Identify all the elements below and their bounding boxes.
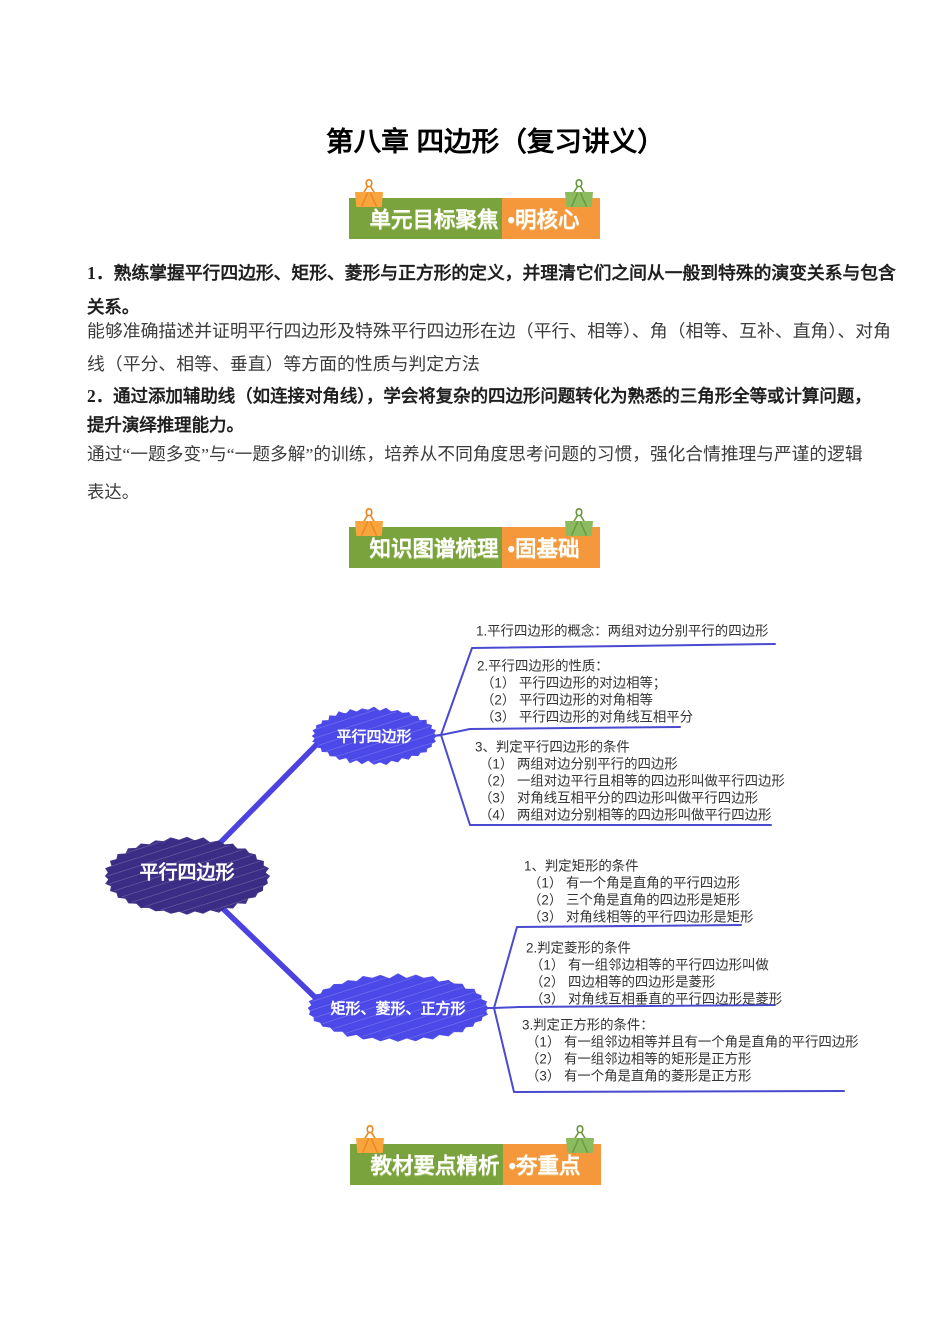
branch-node-parallelogram: 平行四边形 <box>311 706 437 765</box>
banner-title-sub: •固基础 <box>507 537 580 561</box>
paragraph-line: 提升演绎推理能力。 <box>87 415 244 435</box>
subtopic-text-line: （2） 有一组邻边相等的矩形是正方形 <box>526 1051 751 1067</box>
subtopic-text-line: （3） 对角线互相平分的四边形叫做平行四边形 <box>479 791 758 806</box>
branch-node-special: 矩形、菱形、正方形 <box>307 973 489 1042</box>
paragraph-line: 1．熟练掌握平行四边形、矩形、菱形与正方形的定义，并理清它们之间从一般到特殊的演… <box>87 263 896 283</box>
subtopic-text-line: （3） 平行四边形的对角线互相平分 <box>481 710 693 725</box>
binder-clip-icon <box>565 179 593 207</box>
paragraph-line: 通过“一题多变”与“一题多解”的训练，培养从不同角度思考问题的习惯，强化合情推理… <box>87 445 863 464</box>
subtopic-line <box>486 1007 845 1093</box>
subtopic-text-line: （2） 三个角是直角的四边形是矩形 <box>528 893 740 908</box>
banner-title: 教材要点精析 •夯重点 <box>350 1144 601 1185</box>
banner-title: 知识图谱梳理 •固基础 <box>349 527 600 568</box>
subtopic-text-line: （1） 两组对边分别平行的四边形 <box>479 757 678 772</box>
subtopic-text-line: 3、判定平行四边形的条件 <box>475 739 630 755</box>
subtopic-text-line: （3） 有一个角是直角的菱形是正方形 <box>526 1069 751 1084</box>
subtopic-text-line: 2.平行四边形的性质： <box>477 659 609 674</box>
subtopic-text-line: （4） 两组对边分别相等的四边形叫做平行四边形 <box>479 807 771 823</box>
branch-connector <box>213 899 324 1006</box>
paragraph-line: 能够准确描述并证明平行四边形及特殊平行四边形在边（平行、相等）、角（相等、互补、… <box>87 322 891 341</box>
banner-title-sub: •夯重点 <box>508 1154 581 1178</box>
paragraph-line: 表达。 <box>87 483 140 502</box>
binder-clip-icon <box>565 508 593 536</box>
banner-title-main: 单元目标聚焦 <box>369 208 499 232</box>
subtopic-text-line: （1） 有一组邻边相等并且有一个角是直角的平行四边形 <box>526 1034 859 1050</box>
banner-title-main: 知识图谱梳理 <box>369 537 499 561</box>
section-banner: 单元目标聚焦 •明核心 <box>349 179 600 239</box>
subtopic-text-line: （1） 有一个角是直角的平行四边形 <box>528 876 740 891</box>
root-node: 平行四边形 <box>104 836 271 915</box>
paragraph-line: 2．通过添加辅助线（如连接对角线），学会将复杂的四边形问题转化为熟悉的三角形全等… <box>87 386 872 406</box>
section-banner: 教材要点精析 •夯重点 <box>350 1125 601 1185</box>
page-title: 第八章 四边形（复习讲义） <box>326 127 665 157</box>
binder-clip-icon <box>355 179 383 207</box>
subtopic-text-line: （3） 对角线相等的平行四边形是矩形 <box>528 909 753 925</box>
banner-title: 单元目标聚焦 •明核心 <box>349 198 600 239</box>
section-banner: 知识图谱梳理 •固基础 <box>349 508 600 568</box>
subtopic-text-line: （2） 四边相等的四边形是菱形 <box>530 974 715 990</box>
subtopic-line <box>432 726 681 737</box>
node-label: 矩形、菱形、正方形 <box>330 999 465 1017</box>
node-label: 平行四边形 <box>336 727 411 745</box>
paragraph-line: 关系。 <box>87 297 140 317</box>
branch-connector <box>213 737 324 850</box>
subtopic-text-line: 1.平行四边形的概念：两组对边分别平行的四边形 <box>476 623 768 639</box>
subtopic-text-line: （3） 对角线互相垂直的平行四边形是菱形 <box>530 992 782 1007</box>
subtopic-text-line: 3.判定正方形的条件： <box>522 1017 654 1033</box>
mindmap-diagram: 1.平行四边形的概念：两组对边分别平行的四边形 2.平行四边形的性质：（1） 平行… <box>104 623 859 1093</box>
node-label: 平行四边形 <box>139 860 234 883</box>
binder-clip-icon <box>566 1125 594 1153</box>
paragraph-line: 线（平分、相等、垂直）等方面的性质与判定方法 <box>87 355 480 374</box>
subtopic-text-line: （2） 平行四边形的对角相等 <box>481 692 653 708</box>
binder-clip-icon <box>355 508 383 536</box>
subtopic-text-line: 1、判定矩形的条件 <box>524 858 639 874</box>
subtopic-text-line: 2.判定菱形的条件 <box>526 940 631 956</box>
subtopic-text-line: （1） 有一组邻边相等的平行四边形叫做 <box>530 957 769 973</box>
banner-title-sub: •明核心 <box>507 208 580 232</box>
binder-clip-icon <box>356 1125 384 1153</box>
banner-title-main: 教材要点精析 <box>370 1154 500 1178</box>
subtopic-text-line: （2） 一组对边平行且相等的四边形叫做平行四边形 <box>479 773 785 789</box>
subtopic-text-line: （1） 平行四边形的对边相等； <box>481 675 666 692</box>
subtopic-line <box>432 734 772 826</box>
